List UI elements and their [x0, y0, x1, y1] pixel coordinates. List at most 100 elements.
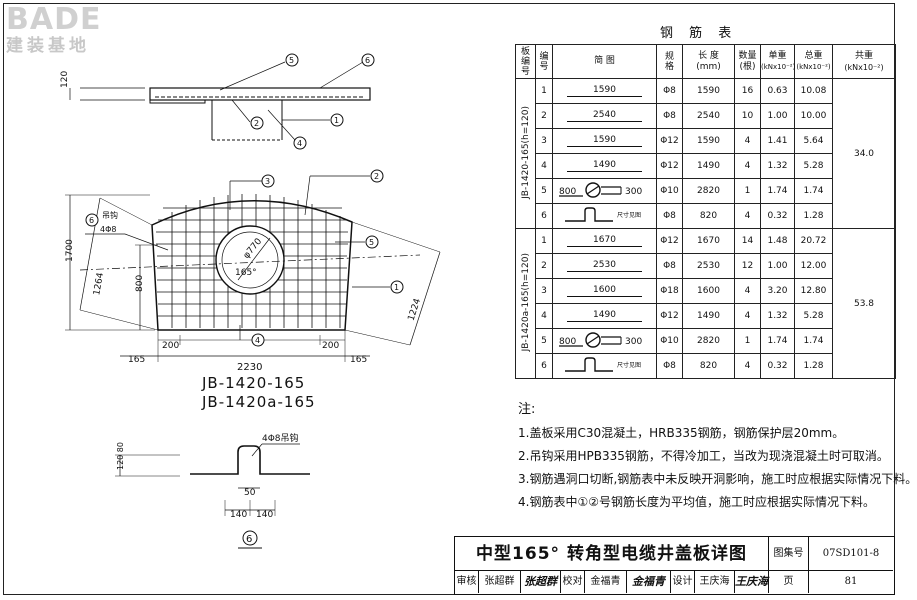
svg-text:800: 800	[559, 187, 576, 197]
callout-3-plan: 3	[261, 174, 275, 188]
dim-height-total: 1700	[65, 239, 75, 262]
table-row: JB-1420a-165(h=120) 1 1670 Φ12 1670 14 1…	[515, 228, 896, 379]
dim-thickness: 120	[60, 71, 70, 88]
callout-2-top: 2	[250, 116, 264, 130]
notes-title: 注:	[518, 402, 536, 417]
note-item: 3.钢筋遇洞口切断,钢筋表中未反映开洞影响，施工时应根据实际情况下料。	[518, 472, 917, 486]
table-row: 3 1600 Φ18 1600 4 3.20 12.80	[516, 278, 896, 304]
drawing-title: 中型165° 转角型电缆井盖板详图	[455, 537, 769, 571]
sketch-bar: 1590	[552, 78, 657, 104]
dim-width-main: 2230	[237, 362, 262, 373]
hook-dim-height: 120 80	[116, 442, 125, 470]
note-item: 1.盖板采用C30混凝土，HRB335钢筋，钢筋保护层20mm。	[518, 426, 845, 440]
sketch-bar: 2540	[552, 103, 657, 129]
table-row: 5 800 300 Φ10 2820 1 1.74 1.74	[516, 328, 896, 354]
hook-label: 吊钩	[102, 210, 118, 220]
plan-view: φ770 165° 1264 1224 1700 800 200 200 223…	[65, 175, 441, 373]
callouts: 5 6 2 1 4 3 2 6	[85, 53, 404, 347]
title-block: 中型165° 转角型电缆井盖板详图 图集号 07SD101-8 审核 张超群 张…	[454, 536, 895, 595]
design-label: 设计	[671, 571, 695, 593]
callout-5-top: 5	[285, 53, 299, 67]
notes-list: 1.盖板采用C30混凝土，HRB335钢筋，钢筋保护层20mm。 2.吊钩采用H…	[518, 422, 917, 514]
svg-text:尺寸见图: 尺寸见图	[617, 211, 641, 219]
sketch-hook: 尺寸见图	[552, 203, 657, 229]
callout-2-plan: 2	[370, 169, 384, 183]
svg-text:6: 6	[365, 56, 370, 65]
sketch-bar: 1490	[552, 303, 657, 329]
bade-logo: BADE 建装基地	[6, 4, 136, 64]
review-signature: 张超群	[521, 571, 561, 593]
callout-1-top: 1	[330, 113, 344, 127]
hook-detail-number: 6	[246, 534, 252, 545]
th-board-no: 板编号	[515, 44, 536, 79]
rebar-table-header: 板编号 编号 简 图 规格 长 度(mm) 数量(根) 单重(kNx10⁻²) …	[515, 44, 896, 79]
dim-inner-height: 800	[135, 275, 145, 292]
check-name: 金福青	[585, 571, 627, 593]
note-item: 2.吊钩采用HPB335钢筋，不得冷加工，当改为现浇混凝土时可取消。	[518, 449, 889, 463]
svg-text:5: 5	[369, 238, 374, 247]
callout-1-plan: 1	[390, 280, 404, 294]
hook-dim-right: 140	[256, 510, 273, 520]
th-no: 编号	[535, 44, 553, 79]
th-length: 长 度(mm)	[682, 44, 735, 79]
hook-spec: 4Φ8	[100, 225, 116, 234]
board-label-2: JB-1420a-165(h=120)	[515, 228, 536, 379]
check-label: 校对	[561, 571, 585, 593]
th-spec: 规格	[656, 44, 683, 79]
atlas-label: 图集号	[769, 537, 809, 571]
callout-4-plan: 4	[251, 333, 265, 347]
title-block-signatures: 审核 张超群 张超群 校对 金福青 金福青 设计 王庆海 王庆海 页 81	[455, 571, 893, 593]
design-name: 王庆海	[695, 571, 735, 593]
sketch-hook: 尺寸见图	[552, 353, 657, 379]
callout-6-top: 6	[361, 53, 375, 67]
svg-text:4: 4	[255, 336, 260, 345]
svg-text:300: 300	[625, 187, 642, 197]
svg-text:2: 2	[374, 172, 379, 181]
svg-text:2: 2	[254, 119, 259, 128]
dim-edge-right: 165	[350, 355, 367, 365]
sum-weight-2: 53.8	[832, 228, 896, 379]
svg-text:6: 6	[89, 216, 94, 225]
callout-6-plan: 6	[85, 213, 99, 227]
table-row: 6 尺寸见图 Φ8 820 4 0.32 1.28	[516, 353, 896, 379]
hook-detail: 4Φ8吊钩 120 80 50 140 140 6	[115, 432, 310, 549]
logo-chinese: 建装基地	[6, 36, 90, 56]
svg-text:1: 1	[394, 283, 399, 292]
sum-weight-1: 34.0	[832, 78, 896, 229]
angle-label: 165°	[235, 268, 257, 278]
drawing-canvas: 120 φ770 165°	[60, 53, 441, 549]
table-row: 4 1490 Φ12 1490 4 1.32 5.28	[516, 153, 896, 179]
sketch-ring: 800 300	[552, 328, 657, 354]
svg-text:5: 5	[289, 56, 294, 65]
svg-text:3: 3	[265, 177, 270, 186]
review-label: 审核	[455, 571, 479, 593]
design-signature: 王庆海	[735, 571, 769, 593]
th-sketch: 简 图	[552, 44, 657, 79]
dim-edge-left: 165	[128, 355, 145, 365]
hook-dim-left: 140	[230, 510, 247, 520]
sketch-bar: 1600	[552, 278, 657, 304]
th-unit-weight: 单重(kNx10⁻²)	[760, 44, 795, 79]
page-number: 81	[844, 576, 858, 587]
caption-jb-1420-165: JB-1420-165	[202, 374, 306, 392]
logo-latin: BADE	[6, 2, 102, 37]
th-count: 数量(根)	[734, 44, 761, 79]
dim-offset-right: 200	[322, 341, 339, 351]
top-section-view: 120	[60, 61, 371, 141]
svg-text:1: 1	[334, 116, 339, 125]
dim-left-slope: 1264	[92, 272, 106, 297]
rebar-table: 板编号 编号 简 图 规格 长 度(mm) 数量(根) 单重(kNx10⁻²) …	[515, 44, 896, 379]
table-row: JB-1420-165(h=120) 1 1590 Φ8 1590 16 0.6…	[515, 78, 896, 229]
svg-text:300: 300	[625, 337, 642, 347]
dim-right-slope: 1224	[407, 297, 424, 322]
sketch-bar: 1590	[552, 128, 657, 154]
svg-text:尺寸见图: 尺寸见图	[617, 361, 641, 369]
hook-dim-width: 50	[244, 488, 256, 498]
sketch-bar: 1490	[552, 153, 657, 179]
rebar-table-title: 钢 筋 表	[660, 26, 738, 41]
note-item: 4.钢筋表中①②号钢筋长度为平均值，施工时应根据实际情况下料。	[518, 495, 875, 509]
th-total-weight: 总重(kNx10⁻²)	[794, 44, 833, 79]
svg-text:4: 4	[297, 139, 302, 148]
page-label: 页	[769, 571, 809, 593]
svg-text:800: 800	[559, 337, 576, 347]
